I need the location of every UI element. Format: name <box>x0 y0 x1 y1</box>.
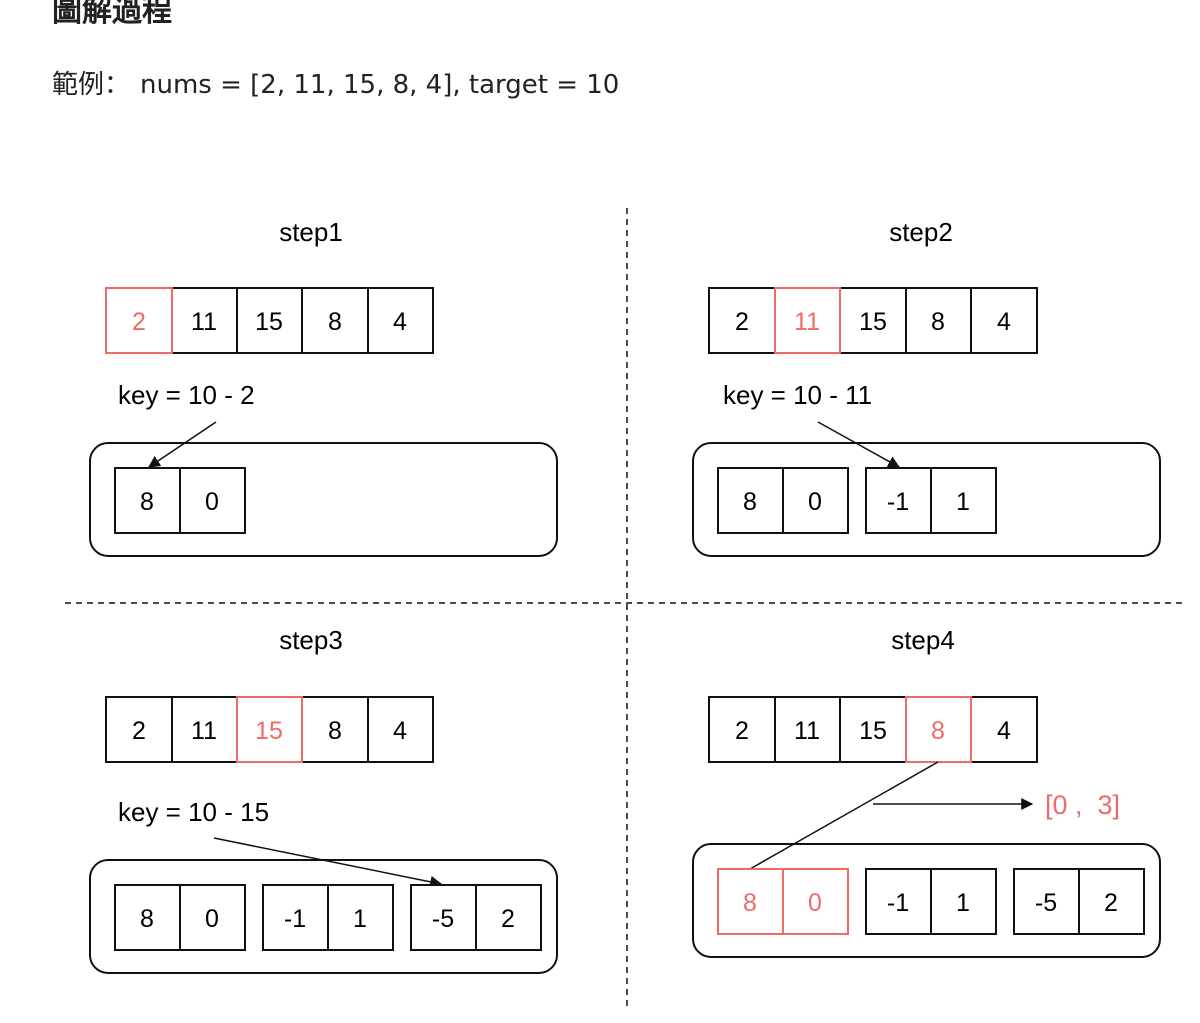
hashmap-box <box>89 859 558 974</box>
nums-cell: 15 <box>859 308 887 336</box>
hashmap-box <box>692 442 1161 557</box>
map-value: 0 <box>808 889 822 917</box>
nums-cell: 15 <box>255 717 283 745</box>
diagram: step1 2 11 15 8 4 key = 10 - 2 8 0 step2 <box>65 208 1185 1008</box>
nums-cell: 4 <box>997 717 1011 745</box>
nums-cell: 8 <box>931 717 945 745</box>
key-label: key = 10 - 15 <box>118 797 269 827</box>
map-key: -1 <box>887 889 909 917</box>
map-key: -5 <box>1035 889 1057 917</box>
key-arrow <box>148 421 217 468</box>
result-text: [0 , 3] <box>1045 790 1120 820</box>
nums-array: 2 11 15 4 8 <box>708 696 1038 763</box>
step-title: step1 <box>279 217 343 247</box>
nums-cell: 8 <box>931 308 945 336</box>
step4-quadrant: step4 2 11 15 4 8 [0 , 3] 8 0 -1 1 <box>692 625 1161 958</box>
match-line <box>749 761 939 870</box>
nums-cell: 11 <box>794 717 820 745</box>
key-arrow <box>817 421 901 468</box>
map-value: 2 <box>1104 889 1118 917</box>
map-value: 1 <box>956 488 970 516</box>
map-value: 0 <box>808 488 822 516</box>
hashmap-box <box>692 843 1161 958</box>
map-pair: -5 2 <box>1013 868 1145 935</box>
step-title: step3 <box>279 625 343 655</box>
nums-cell: 2 <box>735 308 749 336</box>
step1-quadrant: step1 2 11 15 8 4 key = 10 - 2 8 0 <box>89 217 558 557</box>
nums-array: 2 15 8 4 11 <box>708 287 1038 354</box>
nums-cell: 4 <box>393 717 407 745</box>
map-value: 0 <box>205 488 219 516</box>
key-label: key = 10 - 2 <box>118 380 255 410</box>
nums-cell: 2 <box>735 717 749 745</box>
map-value: 2 <box>501 905 515 933</box>
nums-cell: 15 <box>859 717 887 745</box>
map-value: 0 <box>205 905 219 933</box>
nums-cell: 2 <box>132 717 146 745</box>
nums-cell: 11 <box>794 308 820 336</box>
map-pair: -5 2 <box>410 884 542 951</box>
map-key: -5 <box>432 905 454 933</box>
nums-cell: 11 <box>191 717 217 745</box>
step-title: step2 <box>889 217 953 247</box>
map-pair: 8 0 <box>717 467 849 534</box>
map-pair: -1 1 <box>865 467 997 534</box>
step-title: step4 <box>891 625 955 655</box>
example-line: 範例： nums = [2, 11, 15, 8, 4], target = 10 <box>52 64 619 101</box>
map-key: -1 <box>284 905 306 933</box>
map-pair: 8 0 <box>114 467 246 534</box>
step2-quadrant: step2 2 15 8 4 11 key = 10 - 11 8 0 -1 1 <box>692 217 1161 557</box>
map-pair: -1 1 <box>262 884 394 951</box>
map-key: 8 <box>743 889 757 917</box>
nums-cell: 11 <box>191 308 217 336</box>
nums-array: 2 11 8 4 15 <box>105 696 434 763</box>
map-key: 8 <box>140 488 154 516</box>
nums-cell: 2 <box>132 308 146 336</box>
nums-cell: 4 <box>393 308 407 336</box>
hashmap-box <box>89 442 558 557</box>
nums-cell: 4 <box>997 308 1011 336</box>
map-pair: -1 1 <box>865 868 997 935</box>
nums-cell: 8 <box>328 308 342 336</box>
map-key: 8 <box>140 905 154 933</box>
map-pair: 8 0 <box>717 868 849 935</box>
example-text: nums = [2, 11, 15, 8, 4], target = 10 <box>140 70 620 100</box>
page-title: 圖解過程 <box>52 0 172 29</box>
nums-cell: 15 <box>255 308 283 336</box>
key-label: key = 10 - 11 <box>723 380 872 410</box>
map-pair: 8 0 <box>114 884 246 951</box>
map-value: 1 <box>353 905 367 933</box>
nums-array: 2 11 15 8 4 <box>105 287 434 354</box>
step3-quadrant: step3 2 11 8 4 15 key = 10 - 15 8 0 -1 1 <box>89 625 558 974</box>
map-key: 8 <box>743 488 757 516</box>
example-label: 範例： <box>52 70 131 100</box>
map-key: -1 <box>887 488 909 516</box>
nums-cell: 8 <box>328 717 342 745</box>
map-value: 1 <box>956 889 970 917</box>
